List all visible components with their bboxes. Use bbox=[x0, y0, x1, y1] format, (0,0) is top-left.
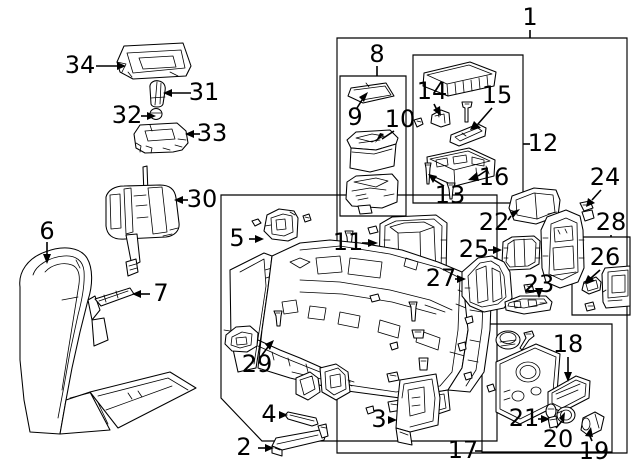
callout-13: 13 bbox=[435, 181, 466, 209]
callout-7: 7 bbox=[153, 279, 168, 307]
part-2-bracket-small bbox=[271, 423, 329, 457]
part-9-cupholder-mat bbox=[347, 82, 395, 104]
clip-small-b bbox=[367, 225, 379, 235]
part-29-wiring-harness bbox=[223, 325, 355, 401]
callout-4: 4 bbox=[261, 400, 276, 428]
clip-small-c bbox=[486, 383, 496, 393]
callout-32: 32 bbox=[112, 101, 143, 129]
callout-34: 34 bbox=[65, 51, 96, 79]
clip-diamond-b bbox=[302, 213, 312, 223]
part-13-screws bbox=[424, 162, 456, 200]
callout-6: 6 bbox=[39, 217, 54, 245]
callout-16: 16 bbox=[479, 163, 510, 191]
callout-8: 8 bbox=[369, 40, 384, 68]
callout-2: 2 bbox=[236, 433, 251, 461]
callout-17: 17 bbox=[448, 436, 479, 464]
part-34-upper-trim-plate bbox=[116, 42, 192, 80]
callout-11: 11 bbox=[333, 228, 364, 256]
callout-3: 3 bbox=[371, 405, 386, 433]
callout-21: 21 bbox=[509, 404, 540, 432]
callout-15: 15 bbox=[482, 81, 513, 109]
part-20-retainer-ring bbox=[556, 406, 576, 424]
clip-small-a bbox=[413, 117, 424, 128]
part-5-front-bracket bbox=[263, 208, 299, 242]
part-12-armrest-lid bbox=[422, 61, 497, 97]
callout-12: 12 bbox=[528, 129, 559, 157]
callout-5: 5 bbox=[229, 224, 244, 252]
callout-1: 1 bbox=[522, 3, 537, 31]
leader-lines bbox=[43, 30, 612, 452]
part-33-shift-boot-bezel bbox=[133, 122, 189, 154]
part-30-shifter-assembly bbox=[105, 165, 180, 277]
callout-9: 9 bbox=[347, 103, 362, 131]
part-15-latch-handle bbox=[449, 123, 487, 147]
part-10-cupholder-insert bbox=[345, 129, 399, 215]
callout-30: 30 bbox=[187, 185, 218, 213]
clip-diamond-a bbox=[251, 218, 262, 227]
callout-25: 25 bbox=[459, 235, 490, 263]
callout-18: 18 bbox=[553, 330, 584, 358]
callout-24: 24 bbox=[590, 163, 621, 191]
module-center-housing bbox=[540, 209, 595, 289]
callout-33: 33 bbox=[197, 119, 228, 147]
group-box-17 bbox=[481, 323, 613, 453]
callout-labels: 1 2 3 4 5 6 7 8 9 10 11 12 13 14 15 16 1… bbox=[39, 3, 626, 465]
callout-10: 10 bbox=[385, 105, 416, 133]
callout-14: 14 bbox=[417, 77, 448, 105]
callout-22: 22 bbox=[479, 208, 510, 236]
callout-27: 27 bbox=[426, 264, 457, 292]
part-19-lighter-element bbox=[580, 411, 605, 437]
callout-20: 20 bbox=[543, 425, 574, 453]
part-3-rear-trim-panel bbox=[395, 373, 441, 446]
part-21-lighter-knob bbox=[545, 403, 559, 429]
callout-29: 29 bbox=[242, 350, 273, 378]
part-4-pin-fastener bbox=[284, 411, 319, 427]
part-26-rear-trim-insert bbox=[581, 265, 631, 312]
callout-28: 28 bbox=[596, 208, 627, 236]
part-23-bracket-plate bbox=[504, 283, 553, 315]
screw-control bbox=[519, 330, 535, 351]
part-7-clip-strip bbox=[94, 287, 135, 307]
part-6-floor-console-trim bbox=[19, 247, 197, 435]
bolt-a bbox=[461, 101, 473, 123]
part-27-support-bracket bbox=[461, 255, 513, 313]
part-31-shift-knob bbox=[149, 80, 166, 108]
callout-23: 23 bbox=[524, 270, 555, 298]
part-25-module-housing bbox=[501, 235, 541, 271]
callout-19: 19 bbox=[579, 437, 610, 465]
callout-31: 31 bbox=[189, 78, 220, 106]
control-cap bbox=[495, 330, 521, 350]
callout-26: 26 bbox=[590, 243, 621, 271]
